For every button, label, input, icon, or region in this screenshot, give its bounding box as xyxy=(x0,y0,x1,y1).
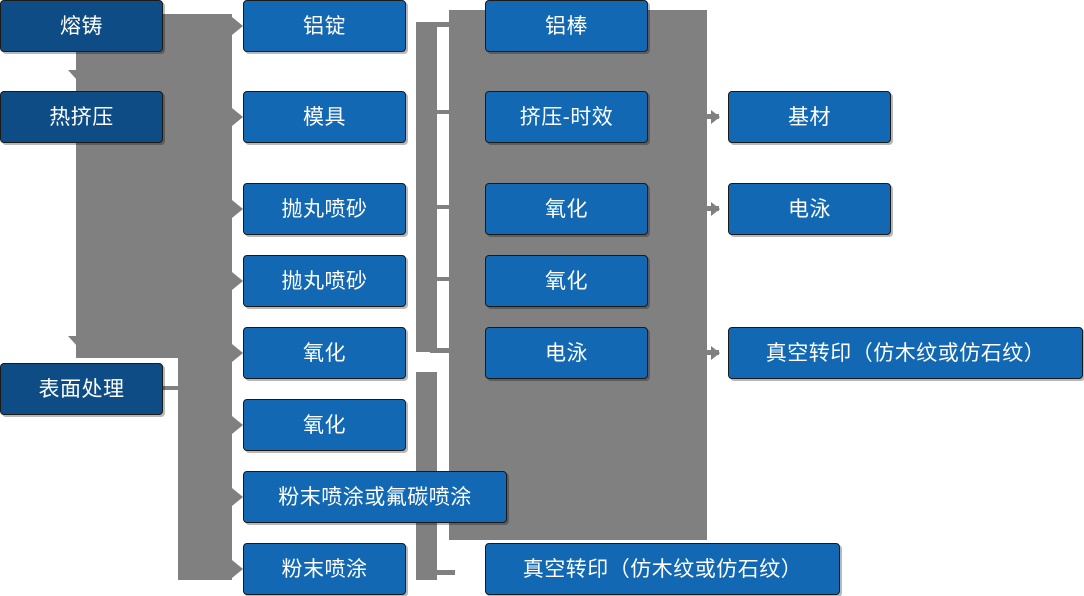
node-label: 基材 xyxy=(788,105,831,129)
arrow-head-to-substrate xyxy=(711,110,720,124)
node-label: 挤压-时效 xyxy=(519,105,614,129)
connector-surface-treatment-stub xyxy=(163,386,185,390)
node-substrate[interactable]: 基材 xyxy=(728,91,891,143)
arrow-trunk-to-col2-3 xyxy=(232,200,243,218)
arrow-trunk-to-col2-5 xyxy=(232,344,243,362)
node-label: 抛丸喷砂 xyxy=(281,197,368,221)
node-electrophoresis-col3[interactable]: 电泳 xyxy=(485,327,648,379)
connector-rung-1 xyxy=(430,22,455,27)
arrow-down-to-surface-treatment xyxy=(68,336,86,346)
node-vacuum-transfer-col3[interactable]: 真空转印（仿木纹或仿石纹） xyxy=(485,543,840,595)
node-oxidation-col2-2[interactable]: 氧化 xyxy=(243,399,406,451)
connector-trunk-upper xyxy=(76,14,232,358)
connector-rail-thin-upper xyxy=(416,22,437,352)
node-shot-blasting-2[interactable]: 抛丸喷砂 xyxy=(243,255,406,307)
node-label: 模具 xyxy=(303,105,346,129)
node-aluminum-ingot[interactable]: 铝锭 xyxy=(243,0,406,52)
node-label: 电泳 xyxy=(788,197,831,221)
node-extrusion-aging[interactable]: 挤压-时效 xyxy=(485,91,648,143)
arrow-head-to-electrophoresis xyxy=(711,202,720,216)
node-powder-or-fluorocarbon-coating[interactable]: 粉末喷涂或氟碳喷涂 xyxy=(243,471,507,523)
arrow-trunk-to-col2-4 xyxy=(232,272,243,290)
arrow-trunk-to-col2-8 xyxy=(232,560,243,578)
node-label: 电泳 xyxy=(545,341,588,365)
node-label: 氧化 xyxy=(303,413,346,437)
node-label: 真空转印（仿木纹或仿石纹） xyxy=(765,341,1046,365)
node-oxidation-col3-2[interactable]: 氧化 xyxy=(485,255,648,307)
node-oxidation-col3-1[interactable]: 氧化 xyxy=(485,183,648,235)
node-mold[interactable]: 模具 xyxy=(243,91,406,143)
node-label: 粉末喷涂 xyxy=(281,557,368,581)
node-label: 铝棒 xyxy=(545,14,588,38)
node-oxidation-col2-1[interactable]: 氧化 xyxy=(243,327,406,379)
node-label: 熔铸 xyxy=(60,14,103,38)
connector-rung-6 xyxy=(430,570,455,575)
arrow-head-to-vacuum-transfer xyxy=(711,346,720,360)
node-melting-casting[interactable]: 熔铸 xyxy=(0,0,163,52)
node-label: 粉末喷涂或氟碳喷涂 xyxy=(278,485,472,509)
node-label: 氧化 xyxy=(303,341,346,365)
node-surface-treatment[interactable]: 表面处理 xyxy=(0,363,163,415)
node-shot-blasting-1[interactable]: 抛丸喷砂 xyxy=(243,183,406,235)
node-label: 抛丸喷砂 xyxy=(281,269,368,293)
node-powder-coating[interactable]: 粉末喷涂 xyxy=(243,543,406,595)
node-hot-extrusion[interactable]: 热挤压 xyxy=(0,91,163,143)
connector-trunk-lower xyxy=(178,358,232,580)
node-aluminum-bar[interactable]: 铝棒 xyxy=(485,0,648,52)
arrow-trunk-to-col2-1 xyxy=(232,17,243,35)
node-label: 氧化 xyxy=(545,269,588,293)
arrow-down-to-hot-extrusion xyxy=(68,70,86,80)
arrow-trunk-to-col2-6 xyxy=(232,416,243,434)
node-label: 热挤压 xyxy=(49,105,114,129)
connector-rung-4 xyxy=(430,277,455,281)
node-label: 表面处理 xyxy=(38,377,125,401)
node-label: 铝锭 xyxy=(303,14,346,38)
connector-rung-2 xyxy=(430,110,455,114)
node-label: 真空转印（仿木纹或仿石纹） xyxy=(522,557,803,581)
arrow-trunk-to-col2-2 xyxy=(232,108,243,126)
node-label: 氧化 xyxy=(545,197,588,221)
connector-rung-5 xyxy=(430,348,455,353)
node-vacuum-transfer-col4[interactable]: 真空转印（仿木纹或仿石纹） xyxy=(728,327,1083,379)
arrow-trunk-to-col2-7 xyxy=(232,488,243,506)
node-electrophoresis-col4[interactable]: 电泳 xyxy=(728,183,891,235)
connector-rung-3 xyxy=(430,205,455,209)
